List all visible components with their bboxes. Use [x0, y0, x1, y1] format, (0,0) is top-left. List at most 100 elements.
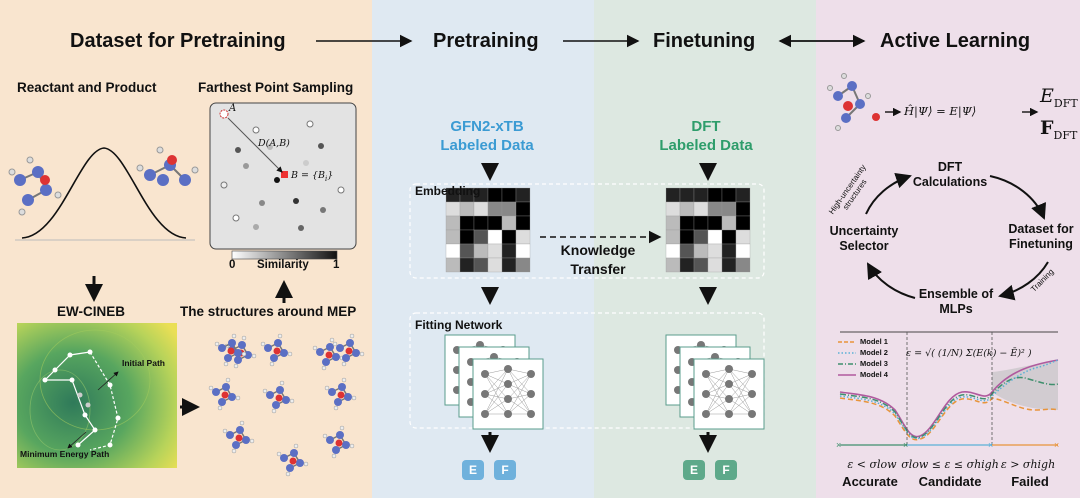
hydrogen-atom — [276, 451, 282, 457]
hydrogen-atom — [277, 333, 283, 339]
minimum-energy-path-label: Minimum Energy Path — [20, 449, 110, 459]
nitrogen-atom — [224, 354, 232, 362]
f-dft-label: FDFT — [1040, 117, 1078, 142]
category-candidate: Candidate — [918, 474, 982, 489]
nitrogen-atom — [238, 341, 246, 349]
embedding-cell — [679, 201, 695, 217]
nitrogen-atom — [272, 401, 280, 409]
hydrogen-atom — [321, 365, 327, 371]
network-node — [725, 365, 733, 373]
header-pretraining: Pretraining — [433, 30, 539, 52]
hydrogen-atom — [322, 433, 328, 439]
hydrogen-atom — [329, 337, 335, 343]
oxygen-atom — [289, 457, 297, 465]
embedding-cell — [707, 201, 723, 217]
nitrogen-atom — [336, 344, 344, 352]
oxygen-atom — [221, 391, 229, 399]
hydrogen-atom — [339, 425, 345, 431]
nitrogen-atom — [228, 393, 236, 401]
active-molecule-icon — [827, 73, 880, 131]
embedding-cell — [693, 187, 709, 203]
hydrogen-atom — [241, 351, 247, 357]
legend-model-2: Model 2 — [860, 348, 888, 357]
oxygen-atom — [227, 347, 235, 355]
hydrogen-atom — [249, 438, 255, 444]
network-node — [481, 370, 489, 378]
hydrogen-atom — [312, 345, 318, 351]
embedding-cell — [735, 201, 751, 217]
hydrogen-atom — [285, 471, 291, 477]
hydrogen-atom — [359, 351, 365, 357]
nitrogen-atom — [264, 344, 272, 352]
nitrogen-atom — [342, 441, 350, 449]
hydrogen-atom — [233, 363, 239, 369]
embedding-cell — [693, 243, 709, 259]
header-active-learning: Active Learning — [880, 30, 1031, 52]
embedding-cell — [515, 201, 531, 217]
hydrogen-atom — [332, 341, 338, 347]
embedding-cell — [735, 257, 751, 273]
nitrogen-atom — [236, 426, 244, 434]
embedding-cell — [473, 257, 489, 273]
svg-text:×: × — [836, 440, 841, 450]
legend-model-1: Model 1 — [860, 337, 888, 346]
embedding-cell — [487, 243, 503, 259]
hydrogen-atom — [214, 341, 220, 347]
nitrogen-atom — [334, 398, 342, 406]
nitrogen-atom — [328, 388, 336, 396]
nitrogen-atom — [296, 459, 304, 467]
embedding-cell — [487, 201, 503, 217]
reactant-molecule-icon — [8, 156, 62, 216]
embedding-cell — [693, 201, 709, 217]
embedding-cell — [693, 215, 709, 231]
embedding-cell — [501, 201, 517, 217]
hydrogen-atom — [269, 361, 275, 367]
fps-label: Farthest Point Sampling — [198, 80, 354, 95]
embedding-cell — [515, 257, 531, 273]
embedding-cell — [445, 243, 461, 259]
dft-title: DFT Labeled Data — [659, 118, 753, 154]
embedding-cell — [515, 243, 531, 259]
fps-point-a-label: A — [229, 103, 237, 114]
oxygen-atom — [325, 351, 333, 359]
embedding-cell — [721, 215, 737, 231]
oxygen-atom — [275, 394, 283, 402]
embedding-cell — [693, 229, 709, 245]
fitting-network-finetune — [665, 334, 765, 430]
hydrogen-atom — [208, 385, 214, 391]
network-node — [504, 410, 512, 418]
similarity-label: Similarity — [257, 259, 309, 271]
embedding-cell — [721, 243, 737, 259]
similarity-min: 0 — [229, 259, 236, 271]
network-node — [481, 410, 489, 418]
nitrogen-atom — [212, 388, 220, 396]
uncertainty-chart: × × × × — [836, 331, 1059, 450]
hydrogen-atom — [225, 377, 231, 383]
header-finetuning: Finetuning — [653, 30, 756, 52]
nitrogen-atom — [280, 454, 288, 462]
nitrogen-atom — [270, 354, 278, 362]
e-dft-label: EDFT — [1040, 85, 1078, 110]
embedding-cell — [501, 187, 517, 203]
category-failed: Failed — [1011, 474, 1049, 489]
nitrogen-atom — [332, 446, 340, 454]
hydrogen-atom — [289, 398, 295, 404]
reactant-product-label: Reactant and Product — [17, 80, 157, 95]
gfn2-title: GFN2-xTB Labeled Data — [440, 118, 534, 154]
ew-cineb-label: EW-CINEB — [57, 304, 125, 319]
network-node — [748, 370, 756, 378]
energy-output-finetune: E — [683, 460, 705, 480]
nitrogen-atom — [336, 431, 344, 439]
network-node — [748, 390, 756, 398]
embedding-cell — [473, 229, 489, 245]
nitrogen-atom — [218, 398, 226, 406]
embedding-cell — [459, 201, 475, 217]
embedding-cell — [707, 257, 723, 273]
nitrogen-atom — [222, 383, 230, 391]
nitrogen-atom — [342, 354, 350, 362]
oxygen-atom — [337, 391, 345, 399]
embedding-cell — [665, 229, 681, 245]
hydrogen-atom — [279, 380, 285, 386]
